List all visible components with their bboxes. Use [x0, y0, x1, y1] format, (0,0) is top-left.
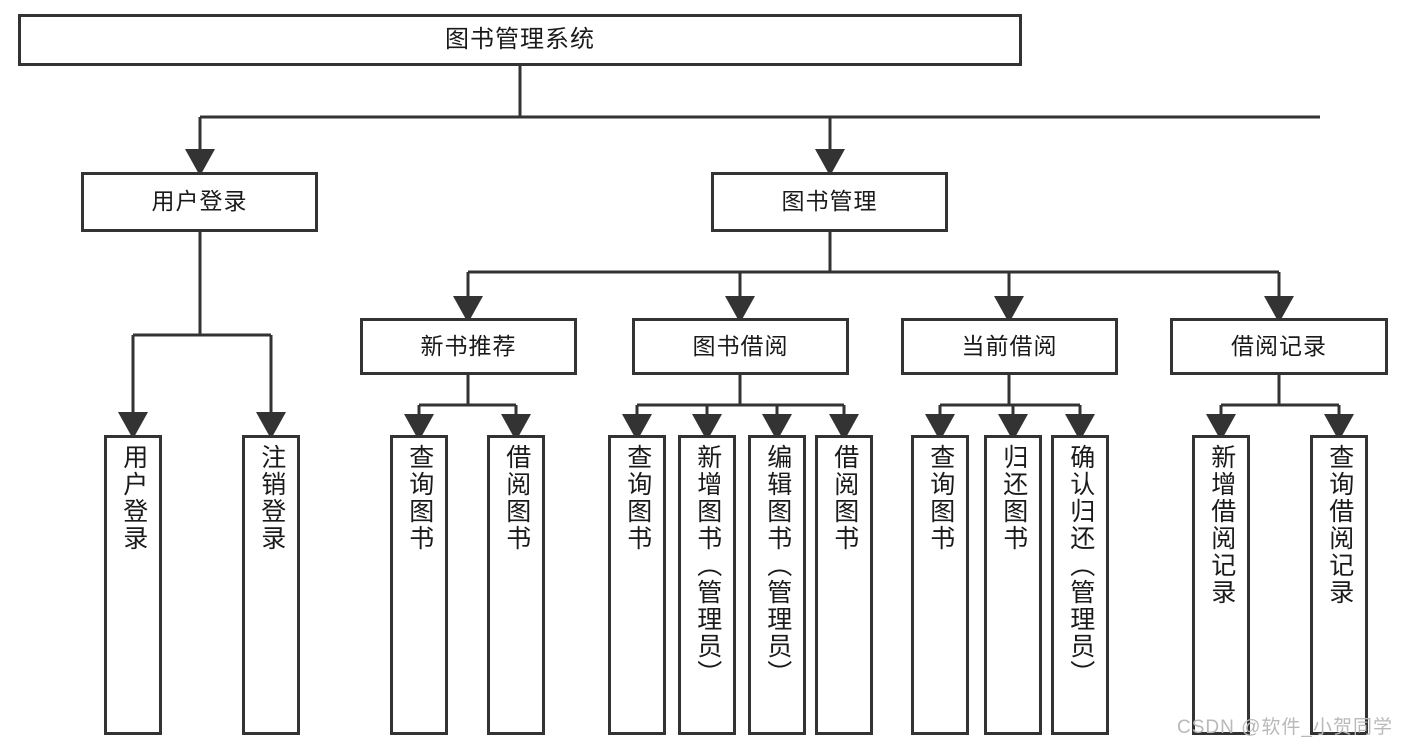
node-label: 用户登录 — [151, 188, 248, 215]
leaf-node-label: 借阅图书 — [502, 444, 531, 552]
leaf-node-rec-query-book[interactable]: 查询图书 — [390, 435, 448, 735]
leaf-node-cur-confirm-return[interactable]: 确认归还（管理员） — [1051, 435, 1109, 735]
node-root[interactable]: 图书管理系统 — [18, 14, 1022, 66]
leaf-node-label: 查询图书 — [623, 444, 652, 552]
leaf-node-cur-return-book[interactable]: 归还图书 — [984, 435, 1042, 735]
leaf-node-label: 用户登录 — [119, 444, 148, 552]
node-label: 图书借阅 — [692, 332, 789, 359]
leaf-node-label: 确认归还（管理员） — [1066, 444, 1095, 687]
node-borrow-record[interactable]: 借阅记录 — [1170, 318, 1388, 375]
node-label: 图书管理 — [781, 188, 878, 215]
node-user-login[interactable]: 用户登录 — [81, 172, 318, 232]
node-label: 借阅记录 — [1231, 332, 1327, 359]
node-new-book-rec[interactable]: 新书推荐 — [360, 318, 577, 375]
node-current-borrow[interactable]: 当前借阅 — [901, 318, 1118, 375]
leaf-node-rec-borrow-book[interactable]: 借阅图书 — [487, 435, 545, 735]
leaf-node-label: 查询图书 — [405, 444, 434, 552]
node-label: 当前借阅 — [961, 332, 1058, 359]
leaf-node-label: 新增借阅记录 — [1207, 444, 1236, 606]
node-label: 新书推荐 — [420, 332, 517, 359]
node-book-manage[interactable]: 图书管理 — [711, 172, 948, 232]
leaf-node-borrow-add-book[interactable]: 新增图书（管理员） — [678, 435, 736, 735]
leaf-node-cur-query-book[interactable]: 查询图书 — [911, 435, 969, 735]
leaf-node-label: 注销登录 — [257, 444, 286, 552]
leaf-node-borrow-edit-book[interactable]: 编辑图书（管理员） — [748, 435, 806, 735]
leaf-node-label: 归还图书 — [999, 444, 1028, 552]
leaf-node-label: 借阅图书 — [830, 444, 859, 552]
leaf-node-borrow-borrow-book[interactable]: 借阅图书 — [815, 435, 873, 735]
leaf-node-user-login[interactable]: 用户登录 — [104, 435, 162, 735]
leaf-node-user-logout[interactable]: 注销登录 — [242, 435, 300, 735]
node-label: 图书管理系统 — [445, 25, 595, 53]
leaf-node-label: 编辑图书（管理员） — [763, 444, 792, 687]
leaf-node-label: 查询图书 — [926, 444, 955, 552]
leaf-node-rec-query-record[interactable]: 查询借阅记录 — [1310, 435, 1368, 735]
node-book-borrow[interactable]: 图书借阅 — [632, 318, 849, 375]
leaf-node-borrow-query-book[interactable]: 查询图书 — [608, 435, 666, 735]
leaf-node-rec-add-record[interactable]: 新增借阅记录 — [1192, 435, 1250, 735]
csdn-watermark: CSDN @软件_小贺同学 — [1177, 717, 1393, 738]
leaf-node-label: 新增图书（管理员） — [693, 444, 722, 687]
leaf-node-label: 查询借阅记录 — [1325, 444, 1354, 606]
